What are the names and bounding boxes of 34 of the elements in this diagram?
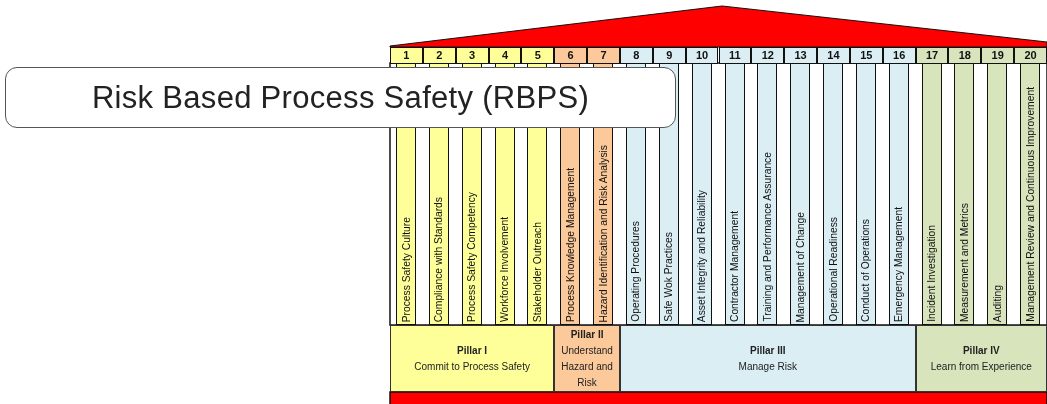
element-pillar: Conduct of Operations	[855, 63, 876, 325]
element-pillar: Operational Readiness	[823, 63, 844, 325]
pillar-description: Manage Risk	[738, 359, 797, 374]
element-pillar: Measurement and Metrics	[954, 63, 975, 325]
element-pillar: Contractor Management	[724, 63, 745, 325]
element-pillar: Training and Performance Assurance	[757, 63, 778, 325]
element-number: 20	[1014, 47, 1047, 64]
element-pillar: Incident Investigation	[921, 63, 942, 325]
element-number: 14	[817, 47, 850, 64]
pillar-heading: Pillar IV	[962, 343, 1000, 358]
pillar-base	[554, 325, 620, 392]
element-number: 12	[751, 47, 785, 64]
pillar-base	[915, 325, 1047, 392]
pillar-heading: Pillar I	[457, 343, 488, 358]
element-pillar: Emergency Management	[888, 63, 909, 325]
element-number: 11	[718, 47, 752, 64]
element-pillar: Management Review and Continuous Improvement	[1020, 63, 1041, 325]
pillar-description: Commit to Process Safety	[414, 359, 530, 374]
element-number: 7	[587, 47, 620, 64]
element-number: 1	[390, 47, 423, 64]
element-number: 5	[521, 47, 555, 64]
pillar-base	[390, 325, 555, 392]
element-pillar: Auditing	[987, 63, 1008, 325]
element-number: 18	[948, 47, 982, 64]
element-number: 6	[554, 47, 588, 64]
pillar-base	[619, 325, 916, 392]
element-number: 19	[981, 47, 1015, 64]
pillar-description: Understand Hazard and Risk	[560, 343, 614, 390]
element-pillar: Management of Change	[790, 63, 811, 325]
pillar-heading: Pillar II	[570, 327, 604, 342]
pillar-description: Learn from Experience	[930, 359, 1032, 374]
element-number: 13	[784, 47, 818, 64]
element-pillar: Asset Integrity and Reliability	[691, 63, 712, 325]
pillar-heading: Pillar III	[749, 343, 786, 358]
